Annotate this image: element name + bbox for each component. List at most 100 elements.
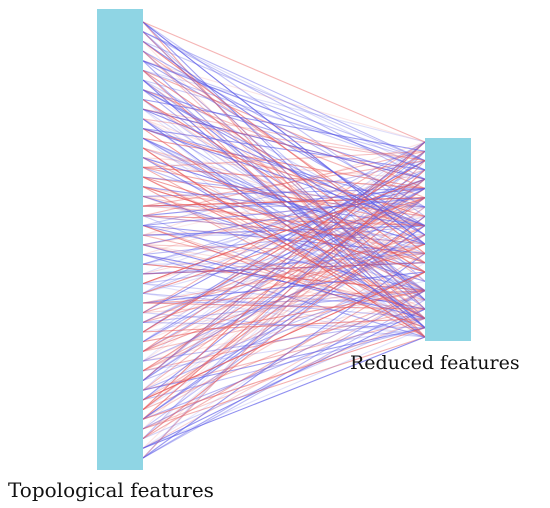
connection-line: [142, 195, 426, 208]
connection-line: [142, 178, 426, 265]
connection-line: [142, 176, 426, 264]
connection-line: [142, 224, 426, 319]
connection-line: [142, 169, 426, 236]
connection-line: [142, 141, 426, 391]
connection-line: [142, 108, 426, 180]
connection-line: [142, 195, 426, 301]
connection-line: [142, 178, 426, 285]
connection-line: [142, 147, 426, 236]
connection-line: [142, 157, 426, 319]
connection-line: [142, 215, 426, 329]
connection-line: [142, 302, 426, 310]
connection-line: [142, 169, 426, 420]
connection-line: [142, 244, 426, 310]
connection-line: [142, 21, 426, 245]
connection-line: [142, 317, 426, 362]
connection-line: [142, 50, 426, 208]
connection-line: [142, 176, 426, 319]
connection-line: [142, 69, 426, 264]
connection-line: [142, 186, 426, 245]
connection-line: [142, 197, 426, 411]
connection-line: [142, 195, 426, 292]
connection-line: [142, 327, 426, 372]
connection-line: [142, 187, 426, 246]
connection-line: [142, 166, 426, 227]
connection-line: [142, 160, 426, 459]
connection-line: [142, 160, 426, 207]
connection-line: [142, 244, 426, 292]
connection-line: [142, 137, 426, 189]
connection-line: [142, 178, 426, 294]
connection-line: [142, 141, 426, 314]
connection-line: [142, 215, 426, 420]
connection-line: [142, 108, 426, 292]
connection-line: [142, 234, 426, 391]
connection-line: [142, 215, 426, 294]
connection-line: [142, 197, 426, 352]
connection-line: [142, 108, 426, 162]
connection-line: [142, 262, 426, 275]
connection-line: [142, 308, 426, 449]
connection-line: [142, 178, 426, 391]
connection-line: [142, 271, 426, 440]
connection-line: [142, 197, 426, 333]
connection-line: [142, 186, 426, 273]
connection-line: [142, 317, 426, 333]
connection-line: [142, 31, 426, 180]
reduced-features-block: [425, 138, 471, 341]
connection-line: [142, 141, 426, 410]
connection-line: [142, 290, 426, 343]
connection-line: [142, 99, 426, 301]
connection-line: [142, 271, 426, 304]
connection-line: [142, 252, 426, 304]
connection-line: [142, 40, 426, 162]
connection-line: [142, 169, 426, 343]
connection-line: [142, 283, 426, 310]
connection-line: [142, 98, 426, 152]
connection-line: [142, 157, 426, 227]
connection-line: [142, 336, 426, 449]
connection-line: [142, 118, 426, 227]
connection-line: [142, 290, 426, 314]
connection-line: [142, 195, 426, 254]
connection-line: [142, 21, 426, 143]
connection-line: [142, 197, 426, 207]
connection-line: [142, 118, 426, 338]
connection-line: [142, 299, 426, 459]
connection-line: [142, 147, 426, 338]
connection-line: [142, 244, 426, 254]
reduced-features-label: Reduced features: [350, 352, 520, 374]
connection-line: [142, 197, 426, 381]
connection-line: [142, 160, 426, 333]
connection-line: [142, 195, 426, 282]
connection-line: [142, 271, 426, 401]
connection-line: [142, 147, 426, 227]
connection-line: [142, 137, 426, 292]
connection-line: [142, 262, 426, 275]
connection-line: [142, 225, 426, 430]
connection-line: [142, 292, 426, 319]
connection-line: [142, 206, 426, 411]
connection-line: [142, 225, 426, 236]
connection-line: [142, 108, 426, 227]
connection-line: [142, 89, 426, 273]
connection-line: [142, 252, 426, 459]
connection-line: [142, 128, 426, 227]
connection-line: [142, 280, 426, 333]
connection-line: [142, 69, 426, 171]
connection-line: [142, 141, 426, 381]
connection-line: [142, 157, 426, 245]
connection-line: [142, 224, 426, 292]
connection-line: [142, 150, 426, 217]
connection-line: [142, 262, 426, 275]
connection-line: [142, 327, 426, 401]
connection-line: [142, 69, 426, 189]
connection-line: [142, 141, 426, 343]
connection-line: [142, 60, 426, 171]
connection-line: [142, 141, 426, 362]
connection-line: [142, 21, 426, 245]
connection-line: [142, 79, 426, 162]
connection-line: [142, 60, 426, 171]
topological-features-block: [97, 9, 143, 470]
